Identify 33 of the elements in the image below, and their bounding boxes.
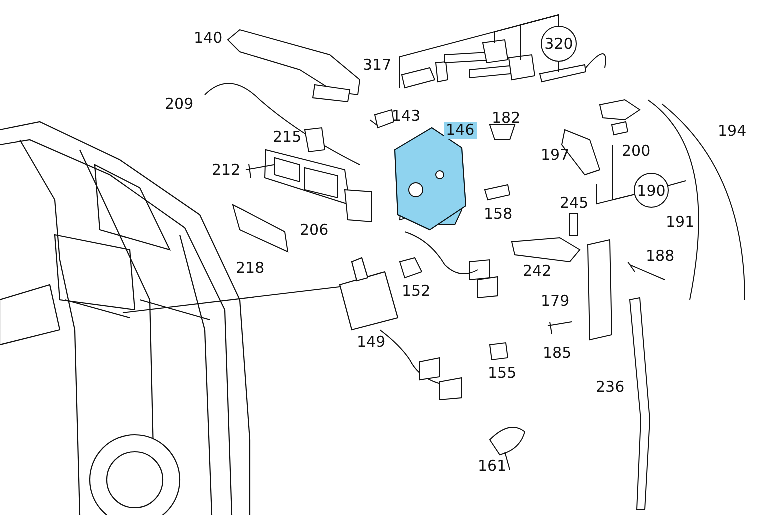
callout-circle: 190 <box>634 173 669 208</box>
callout-number: 191 <box>666 214 695 231</box>
callout-number: 215 <box>273 129 302 146</box>
callout-number: 218 <box>236 260 265 277</box>
callout-number: 179 <box>541 293 570 310</box>
callout-number: 185 <box>543 345 572 362</box>
callout-number: 182 <box>492 110 521 127</box>
callout-number: 206 <box>300 222 329 239</box>
callout-number: 209 <box>165 96 194 113</box>
callout-number: 236 <box>596 379 625 396</box>
callout-number: 200 <box>622 143 651 160</box>
callout-number: 140 <box>194 30 223 47</box>
callout-number: 161 <box>478 458 507 475</box>
callout-number: 212 <box>212 162 241 179</box>
leader-line <box>520 14 560 60</box>
callout-circle: 320 <box>541 26 577 62</box>
callout-number: 242 <box>523 263 552 280</box>
leader-line <box>122 286 340 314</box>
callout-number: 188 <box>646 248 675 265</box>
callout-number: 155 <box>488 365 517 382</box>
callout-number: 194 <box>718 123 747 140</box>
callout-number: 146 <box>444 122 477 139</box>
callout-number: 143 <box>392 108 421 125</box>
callout-number: 152 <box>402 283 431 300</box>
callout-number: 245 <box>560 195 589 212</box>
callout-number: 158 <box>484 206 513 223</box>
leader-line <box>558 62 560 72</box>
leader-line <box>668 180 686 186</box>
callout-number: 317 <box>363 57 392 74</box>
leader-line <box>596 184 635 205</box>
callout-number: 197 <box>541 147 570 164</box>
callout-number: 149 <box>357 334 386 351</box>
control-module-drawing <box>339 257 399 331</box>
